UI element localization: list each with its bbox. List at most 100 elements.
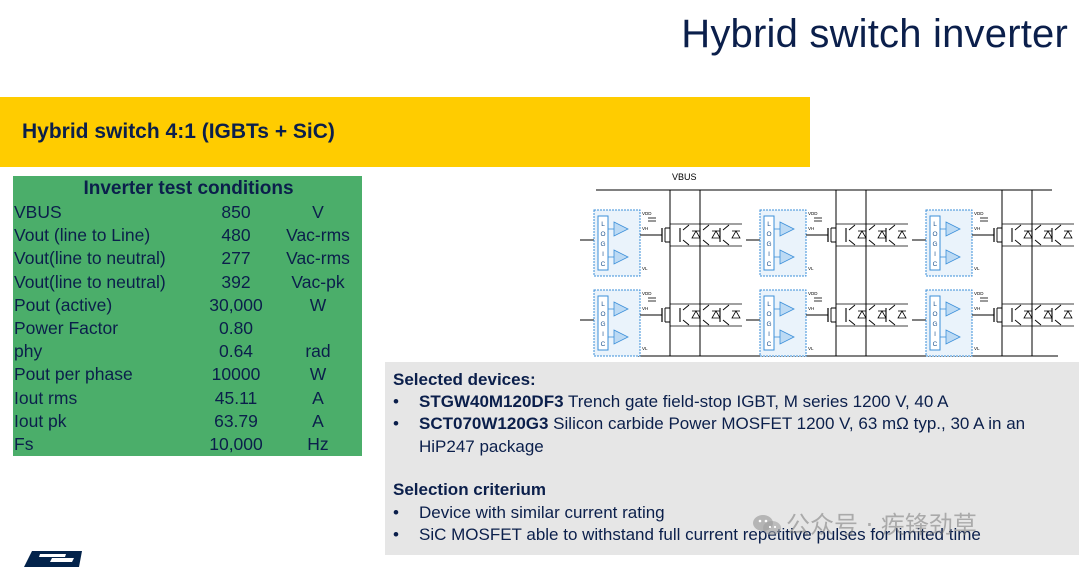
logic-letter: L (933, 221, 937, 228)
watermark-text: 公众号 · 疾锋劲草 (786, 511, 977, 539)
igbt-body (1054, 304, 1062, 326)
logic-block (929, 295, 941, 351)
freewheel-diode (897, 310, 907, 319)
slide-title: Hybrid switch inverter (681, 12, 1068, 56)
pin-label: VH (974, 306, 980, 311)
logic-letter: G (932, 321, 937, 328)
igbt-body (682, 224, 690, 246)
pin-label: VDD (974, 291, 984, 296)
logic-letter: C (767, 341, 772, 348)
condition-value: 480 (221, 225, 251, 246)
device-description: Silicon carbide Power MOSFET 1200 V, 63 … (419, 414, 1026, 456)
pin-label: VDD (808, 291, 818, 296)
logic-letter: O (932, 311, 937, 318)
freewheel-diode (857, 310, 867, 319)
condition-value: 850 (221, 202, 251, 222)
vbus-label: VBUS (672, 172, 697, 182)
condition-value: 63.79 (214, 410, 258, 431)
condition-value: 277 (221, 248, 251, 269)
freewheel-diode (711, 230, 721, 239)
igbt-body (868, 224, 876, 246)
section-banner: Hybrid switch 4:1 (IGBTs + SiC) (0, 97, 810, 167)
igbt-body (722, 224, 730, 246)
mosfet-body (664, 227, 670, 243)
logic-letter: C (933, 261, 938, 268)
condition-value: 30,000 (209, 294, 263, 315)
logic-letter: G (600, 321, 605, 328)
logic-block (929, 215, 941, 271)
device-part-number: STGW40M120DF3 (419, 392, 564, 411)
igbt-body (1014, 304, 1022, 326)
pin-label: VDD (642, 291, 652, 296)
pin-label: VH (808, 226, 814, 231)
bullet: • (393, 525, 399, 544)
logic-letter: C (601, 261, 606, 268)
condition-unit: A (312, 410, 324, 431)
freewheel-diode (1023, 230, 1033, 239)
condition-value: 392 (221, 271, 251, 292)
freewheel-diode (1043, 230, 1053, 239)
freewheel-diode (731, 230, 741, 239)
condition-value: 0.80 (218, 317, 254, 338)
freewheel-diode (1063, 230, 1073, 239)
logic-letter: I (602, 251, 604, 258)
freewheel-diode (691, 310, 701, 319)
pin-label: VH (642, 226, 648, 231)
logic-letter: G (600, 241, 605, 248)
freewheel-diode (1023, 310, 1033, 319)
igbt-body (1054, 224, 1062, 246)
mosfet-body (830, 307, 836, 323)
pin-label: VDD (974, 211, 984, 216)
logic-letter: G (766, 321, 771, 328)
condition-param: phy (14, 341, 43, 362)
condition-unit: V (312, 202, 324, 222)
condition-param: Iout pk (14, 410, 67, 431)
condition-param: Vout(line to neutral) (14, 271, 166, 292)
igbt-body (848, 304, 856, 326)
condition-unit: A (312, 387, 324, 408)
condition-row: Power Factor 0.80 (13, 317, 362, 340)
condition-param: Fs (14, 433, 34, 454)
criterium-text: SiC MOSFET able to withstand full curren… (419, 525, 981, 544)
pin-label: VL (642, 266, 648, 271)
condition-param: Power Factor (14, 317, 119, 338)
pin-label: VL (642, 346, 648, 351)
igbt-body (682, 304, 690, 326)
logic-block (763, 295, 775, 351)
logic-letter: G (932, 241, 937, 248)
logic-letter: I (768, 251, 770, 258)
condition-unit: Vac-pk (291, 271, 345, 292)
condition-unit: rad (305, 341, 331, 362)
condition-unit: Vac-rms (286, 248, 350, 269)
logic-letter: G (766, 241, 771, 248)
condition-param: Pout per phase (14, 364, 133, 385)
logic-letter: O (932, 231, 937, 238)
schematic-cells: LOGICVDDVHVLLOGICVDDVHVLLOGICVDDVHVLLOGI… (580, 190, 1074, 357)
st-logo (24, 551, 82, 567)
logic-letter: L (933, 301, 937, 308)
freewheel-diode (731, 310, 741, 319)
freewheel-diode (1063, 310, 1073, 319)
freewheel-diode (1043, 310, 1053, 319)
freewheel-diode (711, 310, 721, 319)
condition-value: 45.11 (214, 387, 258, 408)
logic-letter: L (767, 221, 771, 228)
logic-block (597, 215, 609, 271)
logic-letter: L (601, 301, 605, 308)
logic-block (597, 295, 609, 351)
condition-param: Vout (line to Line) (14, 225, 151, 246)
inverter-schematic: VBUS LOGICVDDVHVLLOGICVDDVHVLLOGICVDDVHV… (580, 172, 1074, 357)
condition-param: Vout(line to neutral) (14, 248, 166, 269)
